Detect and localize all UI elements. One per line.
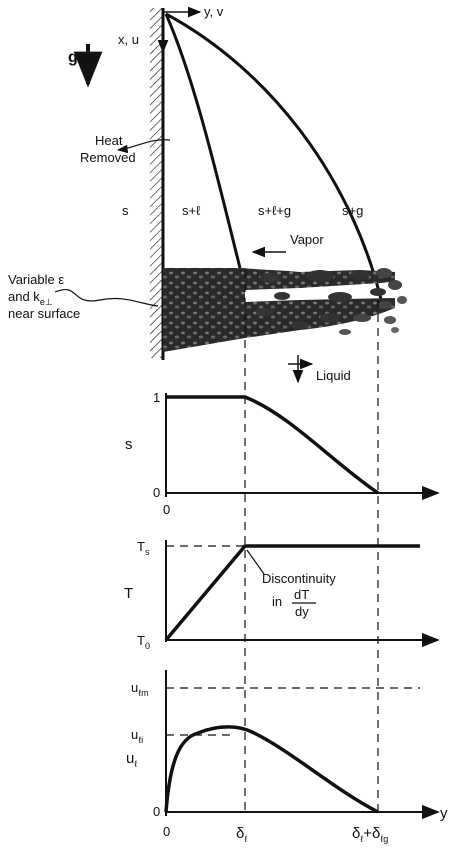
u-ylabel: uℓ bbox=[126, 750, 138, 769]
t0-tick: T0 bbox=[137, 633, 150, 651]
u-curve bbox=[164, 725, 379, 814]
variable-leader bbox=[54, 288, 159, 307]
heat-label-2: Removed bbox=[80, 150, 136, 165]
heat-arrow bbox=[116, 139, 171, 154]
cooled-wall-hatching bbox=[150, 8, 162, 358]
discontinuity-note: Discontinuity bbox=[262, 571, 336, 586]
region-s: s bbox=[122, 203, 129, 218]
ts-tick: Ts bbox=[137, 539, 150, 557]
s-curve bbox=[166, 395, 379, 495]
delta-lg-label: δℓ+δℓg bbox=[352, 825, 388, 844]
discontinuity-leader bbox=[246, 549, 265, 575]
gravity-label: g bbox=[68, 49, 78, 66]
s-tick-1: 1 bbox=[153, 390, 160, 405]
dy-denominator: dy bbox=[295, 604, 309, 619]
region-s-l-g: s+ℓ+g bbox=[258, 203, 291, 218]
u-tick-0: 0 bbox=[153, 804, 160, 819]
discontinuity-in: in bbox=[272, 594, 282, 609]
variable-label-3: near surface bbox=[8, 306, 80, 321]
u-xlabel: y bbox=[440, 805, 448, 822]
s-origin: 0 bbox=[163, 502, 170, 517]
porous-layer bbox=[163, 268, 407, 352]
y-axis-label: y, v bbox=[204, 4, 224, 19]
ulm-tick: uℓm bbox=[131, 680, 149, 698]
region-s-l: s+ℓ bbox=[182, 203, 201, 218]
x-axis-label: x, u bbox=[118, 32, 139, 47]
liquid-label: Liquid bbox=[316, 368, 351, 383]
heat-label: Heat bbox=[95, 133, 123, 148]
t-ylabel: T bbox=[124, 585, 133, 602]
s-tick-0: 0 bbox=[153, 485, 160, 500]
liquid-vapor-front bbox=[165, 12, 386, 313]
s-ylabel: s bbox=[125, 436, 133, 453]
u-origin: 0 bbox=[163, 824, 170, 839]
region-s-g: s+g bbox=[342, 203, 363, 218]
delta-l-label: δℓ bbox=[236, 825, 248, 844]
t-curve bbox=[164, 544, 420, 642]
vapor-label: Vapor bbox=[290, 232, 324, 247]
uli-tick: uℓi bbox=[131, 727, 143, 745]
variable-label-1: Variable ε bbox=[8, 272, 64, 287]
solid-liquid-front bbox=[164, 13, 242, 269]
dt-numerator: dT bbox=[294, 587, 309, 602]
variable-label-2: and ke⊥ bbox=[8, 289, 53, 307]
